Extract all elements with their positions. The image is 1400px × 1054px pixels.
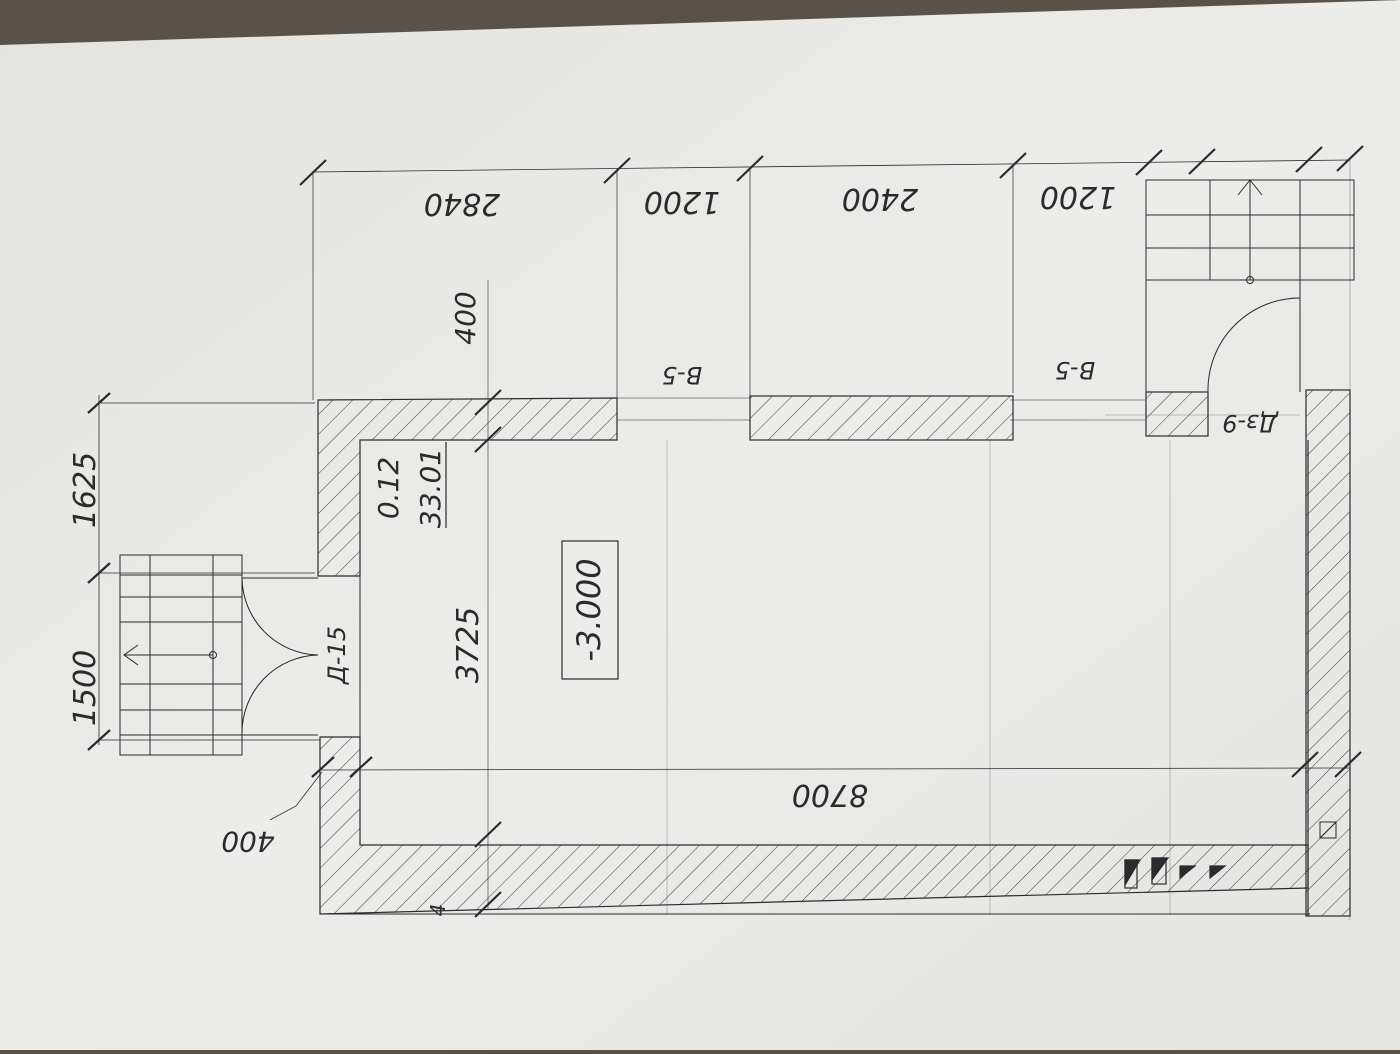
dimension-line-top <box>312 159 1351 173</box>
label-door-dz9: Дз-9 <box>1222 409 1278 437</box>
dim-2840: 2840 <box>424 186 500 221</box>
label-door-d15: Д-15 <box>323 626 351 685</box>
room-number: 0.12 <box>372 457 405 519</box>
door-dz9-swing <box>1207 297 1301 393</box>
wall-top-right <box>1145 391 1209 437</box>
vent-markers <box>1124 857 1227 889</box>
plan-lines <box>87 145 1364 920</box>
wall-top-middle <box>749 395 1014 441</box>
dim-4: 4 <box>426 904 450 917</box>
leader-line <box>269 771 323 821</box>
dim-1500: 1500 <box>68 650 103 726</box>
element-labels: Д-15 Дз-9 В-5 В-5 <box>323 356 1279 685</box>
dim-1200-a: 1200 <box>644 184 720 219</box>
level-box <box>561 540 619 680</box>
dimension-line-bottom <box>319 767 1351 771</box>
entrance-stairs <box>119 554 243 756</box>
wall-right <box>1305 389 1351 917</box>
dim-400-mid: 400 <box>449 291 482 344</box>
socket-marker <box>1319 821 1337 839</box>
walls <box>317 389 1351 917</box>
label-window-b: В-5 <box>1055 356 1095 384</box>
label-window-a: В-5 <box>662 361 702 389</box>
door-d15-swing <box>241 577 319 736</box>
floor-level: -3.000 <box>570 558 608 661</box>
dim-400-left: 400 <box>221 825 274 858</box>
dim-8700: 8700 <box>792 777 868 812</box>
dim-2400: 2400 <box>842 181 918 216</box>
dim-1200-b: 1200 <box>1040 179 1116 214</box>
dim-1625: 1625 <box>68 452 103 528</box>
room-area: 33.01 <box>414 448 447 528</box>
dim-3725: 3725 <box>451 607 486 683</box>
dimension-labels: 1500 1625 2840 1200 2400 1200 400 400 87… <box>68 179 1116 916</box>
room-labels: 0.12 33.01 -3.000 <box>372 448 608 662</box>
